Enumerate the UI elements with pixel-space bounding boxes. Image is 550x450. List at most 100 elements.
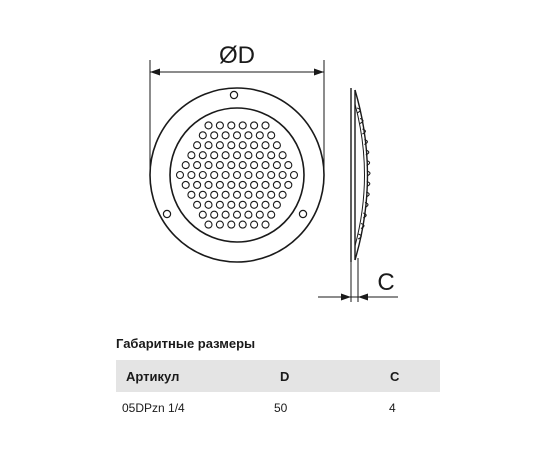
mounting-hole-top (229, 90, 239, 100)
section-title: Габаритные размеры (116, 336, 256, 351)
perforation-hole (210, 190, 219, 199)
perforation-hole (210, 170, 219, 180)
column-header-c: C (390, 368, 400, 384)
perforation-hole (232, 170, 242, 180)
perforation-hole (289, 170, 299, 180)
dimension-d-label: ØD (219, 42, 255, 69)
perforation-hole (193, 161, 202, 170)
perforation-hole (255, 151, 264, 160)
perforation-hole (255, 190, 264, 199)
perforation-hole (261, 200, 270, 209)
perforation-hole (244, 151, 253, 160)
perforation-hole (238, 141, 247, 150)
perforation-hole (250, 200, 259, 209)
perforation-hole (261, 220, 270, 229)
side-perforation-mark (365, 191, 370, 198)
perforation-hole (204, 161, 213, 170)
perforation-hole (198, 210, 207, 219)
perforation-hole (175, 170, 185, 180)
perforation-hole (215, 180, 224, 189)
perforation-hole (261, 180, 270, 189)
perforation-hole (278, 170, 287, 180)
side-perforation-mark (364, 138, 368, 145)
perforation-hole (198, 131, 207, 140)
column-header-article: Артикул (126, 368, 180, 384)
perforation-hole (227, 180, 236, 189)
side-perforation-mark (360, 222, 365, 229)
perforation-hole (261, 141, 270, 150)
column-header-d: D (280, 368, 290, 384)
perforation-hole (250, 141, 259, 150)
grille-front-view (149, 87, 325, 263)
perforation-hole (204, 180, 213, 189)
perforation-hole (210, 151, 219, 160)
perforation-hole (181, 161, 190, 170)
cell-d: 50 (274, 401, 288, 415)
perforation-hole (221, 131, 230, 140)
perforation-hole (238, 200, 247, 209)
side-perforation-mark (364, 201, 369, 208)
perforation-hole (232, 151, 242, 160)
side-perforation-mark (356, 107, 361, 114)
mounting-hole-left (162, 209, 172, 219)
perforation-hole (284, 180, 293, 189)
perforation-hole (221, 151, 230, 160)
perforation-hole (227, 121, 236, 130)
grille-side-view (350, 88, 371, 262)
perforation-hole (227, 161, 236, 170)
perforation-hole (181, 180, 190, 189)
perforation-hole (187, 190, 196, 199)
perforation-hole (221, 170, 230, 180)
perforation-hole (187, 151, 196, 160)
perforation-hole (215, 141, 224, 150)
perforation-hole (227, 220, 236, 229)
grille-inner-rim (169, 107, 305, 243)
perforation-hole (250, 220, 259, 229)
arrow-c-right-icon (358, 293, 368, 301)
perforation-hole (232, 210, 242, 219)
side-perforation-mark (362, 212, 367, 219)
perforation-hole (261, 121, 270, 130)
side-perforation-mark (366, 159, 371, 166)
side-dome-inner (354, 103, 365, 247)
side-perforation-mark (359, 117, 364, 124)
perforation-hole (244, 170, 253, 180)
perforation-hole (193, 180, 202, 189)
perforation-hole (221, 210, 230, 219)
table-row: 05DPzn 1/4 50 4 (116, 392, 440, 424)
perforation-hole (250, 180, 259, 189)
side-perforation-marks (356, 107, 371, 240)
perforation-hole (204, 220, 213, 229)
perforation-holes (175, 121, 299, 229)
perforation-hole (187, 170, 196, 180)
side-perforation-mark (366, 170, 371, 177)
perforation-hole (255, 170, 264, 180)
dimension-c-label: C (377, 269, 394, 296)
perforation-hole (238, 180, 247, 189)
perforation-hole (278, 151, 287, 160)
perforation-hole (272, 200, 281, 209)
arrow-left-icon (150, 68, 160, 76)
perforation-hole (198, 190, 207, 199)
perforation-hole (210, 131, 219, 140)
perforation-hole (238, 161, 247, 170)
perforation-hole (215, 220, 224, 229)
perforation-hole (267, 190, 276, 199)
perforation-hole (272, 141, 281, 150)
arrow-c-left-icon (341, 293, 351, 301)
perforation-hole (210, 210, 219, 219)
perforation-hole (284, 161, 293, 170)
perforation-hole (221, 190, 230, 199)
side-perforation-mark (362, 128, 366, 135)
perforation-hole (238, 121, 247, 130)
cell-c: 4 (389, 401, 396, 415)
perforation-hole (204, 200, 213, 209)
side-perforation-mark (366, 180, 371, 187)
mounting-hole-right (298, 209, 308, 219)
perforation-hole (232, 190, 242, 199)
perforation-hole (244, 210, 253, 219)
perforation-hole (215, 121, 224, 130)
technical-drawing: ØD C (149, 42, 398, 302)
perforation-hole (267, 210, 276, 219)
arrow-right-icon (314, 68, 324, 76)
